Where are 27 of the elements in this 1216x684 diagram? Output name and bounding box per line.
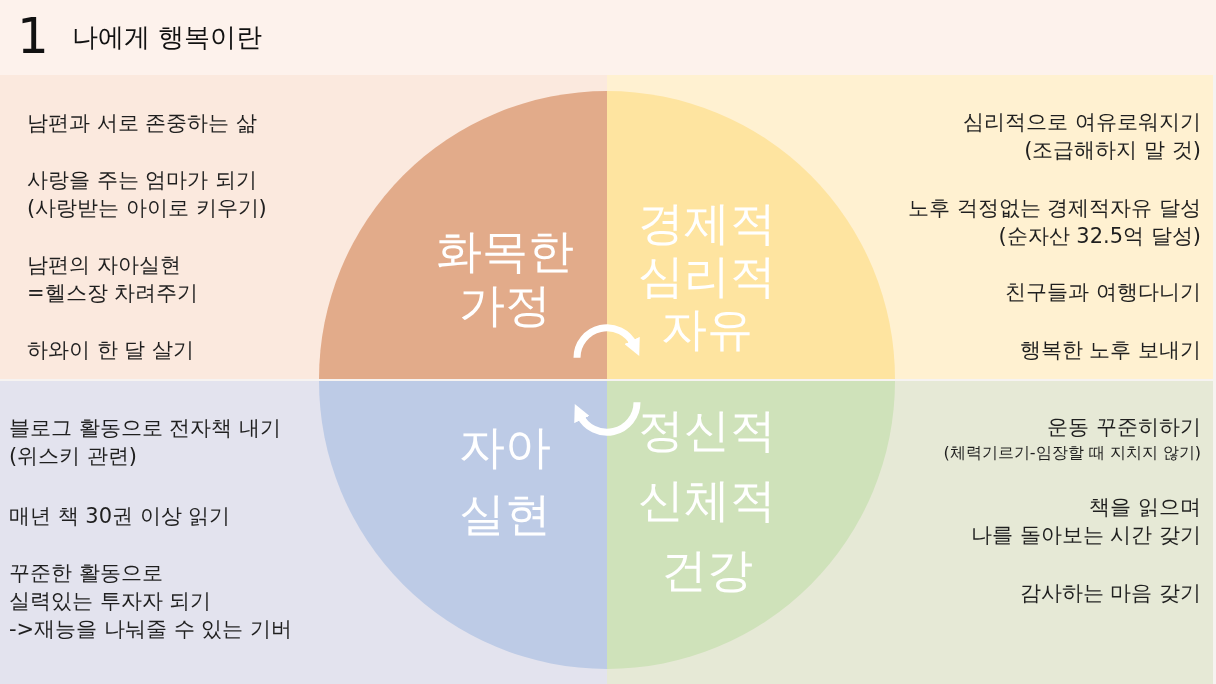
goal-text: 블로그 활동으로 전자책 내기 (위스키 관련) bbox=[9, 415, 282, 470]
goal-text: 운동 꾸준히하기 bbox=[1047, 414, 1201, 441]
curved-arrow bbox=[574, 402, 641, 436]
goal-text: 남편의 자아실현 =헬스장 차려주기 bbox=[27, 252, 199, 307]
note-text: (체력기르기-임장할 때 지치지 않기) bbox=[943, 442, 1201, 464]
goal-text: 매년 책 30권 이상 읽기 bbox=[9, 503, 231, 530]
section-number: 1 bbox=[17, 9, 49, 64]
segment-label: 정신적 신체적 건강 bbox=[637, 402, 777, 599]
segment-label: 경제적 심리적 자유 bbox=[637, 197, 777, 356]
segment-label: 자아 실현 bbox=[458, 419, 552, 543]
goal-text: 꾸준한 활동으로 실력있는 투자자 되기 ->재능을 나눠줄 수 있는 기버 bbox=[9, 560, 292, 643]
goal-text: 책을 읽으며 나를 돌아보는 시간 갖기 bbox=[970, 494, 1201, 549]
goal-text: 감사하는 마음 갖기 bbox=[1019, 580, 1201, 607]
quadrant-panel bbox=[0, 75, 607, 379]
segment-label: 화목한 가정 bbox=[435, 224, 575, 332]
goal-text: 친구들과 여행다니기 bbox=[1005, 279, 1201, 306]
goal-text: 하와이 한 달 살기 bbox=[27, 337, 195, 364]
slide-title: 나에게 행복이란 bbox=[72, 21, 263, 54]
quadrant-panel bbox=[607, 381, 1213, 684]
goal-text: 행복한 노후 보내기 bbox=[1019, 337, 1201, 364]
quadrant-panel bbox=[0, 381, 607, 684]
curved-arrow bbox=[573, 324, 640, 358]
goal-text: 남편과 서로 존중하는 삶 bbox=[27, 110, 258, 137]
quadrant-panel bbox=[607, 75, 1213, 379]
goal-text: 심리적으로 여유로워지기 (조급해하지 말 것) bbox=[963, 109, 1201, 164]
goal-text: 사랑을 주는 엄마가 되기 (사랑받는 아이로 키우기) bbox=[27, 167, 267, 222]
goal-text: 노후 걱정없는 경제적자유 달성 (순자산 32.5억 달성) bbox=[907, 195, 1201, 250]
